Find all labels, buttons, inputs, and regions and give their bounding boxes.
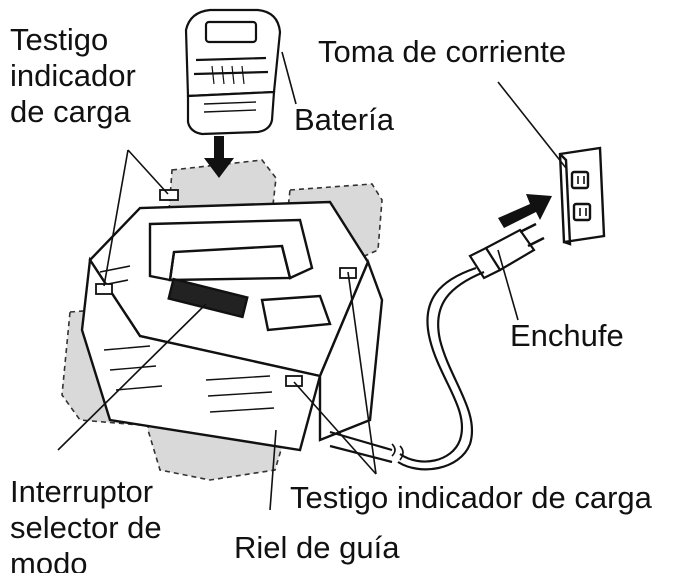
leader-switch <box>57 303 207 451</box>
leader-lines <box>57 51 567 511</box>
leader-indicator-top-a <box>127 149 169 195</box>
label-outlet: Toma de corriente <box>318 34 567 69</box>
label-selector-switch: Interruptor selector de modo <box>10 474 162 573</box>
leader-indicator-bottom-a <box>347 271 377 475</box>
label-guide-rail: Riel de guía <box>234 530 400 565</box>
leader-outlet <box>497 81 567 169</box>
leader-indicator-top-b <box>103 149 129 287</box>
leader-battery <box>281 51 297 105</box>
leader-plug <box>497 249 519 321</box>
label-plug: Enchufe <box>510 318 624 353</box>
insert-arrow <box>204 136 234 178</box>
leader-indicator-bottom-b <box>293 381 377 475</box>
plug <box>468 222 545 280</box>
leader-guide-rail <box>269 429 277 511</box>
battery-pack <box>184 8 282 136</box>
plug-arrow <box>498 194 552 228</box>
label-indicator-top: Testigo indicador de carga <box>10 22 136 129</box>
label-battery: Batería <box>294 102 394 137</box>
charger-body <box>80 189 384 452</box>
wall-outlet <box>558 146 606 246</box>
label-indicator-bottom: Testigo indicador de carga <box>290 480 652 515</box>
